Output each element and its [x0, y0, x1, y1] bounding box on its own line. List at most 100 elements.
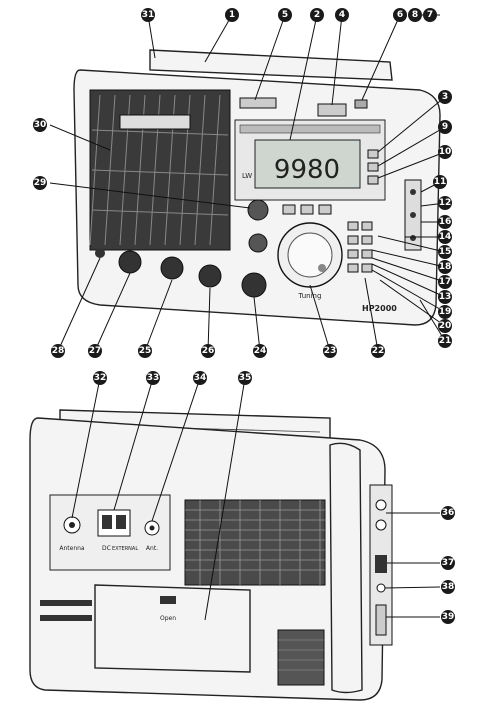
- callout-15: 15: [438, 245, 452, 259]
- back-power-terminal-screw: [116, 515, 126, 529]
- callout-12: 12: [438, 196, 452, 210]
- keypad-key[interactable]: [347, 263, 359, 273]
- callout-5: 5: [278, 8, 292, 22]
- callout-badge: [335, 8, 349, 22]
- headphone-jack[interactable]: [95, 248, 105, 258]
- callout-badge: [438, 290, 452, 304]
- mode-button[interactable]: [300, 204, 314, 215]
- callout-39: 39: [441, 610, 455, 624]
- side-jack[interactable]: [410, 189, 416, 195]
- battery-door[interactable]: [94, 584, 251, 673]
- callout-badge: [433, 175, 447, 189]
- callout-28: 28: [51, 344, 65, 358]
- callout-number: 20: [439, 321, 452, 331]
- callout-badge: [141, 8, 155, 22]
- callout-30: 30: [33, 118, 47, 132]
- callout-number: 3: [442, 92, 448, 102]
- callout-badge: [278, 8, 292, 22]
- callout-27: 27: [88, 344, 102, 358]
- callout-23: 23: [323, 344, 337, 358]
- callout-number: 15: [439, 247, 452, 257]
- callout-badge: [438, 319, 452, 333]
- lcd-band-label: LW: [242, 172, 252, 180]
- callout-36: 36: [441, 506, 455, 520]
- side-jack-top-2[interactable]: [375, 519, 387, 531]
- callout-number: 2: [314, 10, 320, 20]
- treble-knob[interactable]: [198, 264, 222, 288]
- band-knob-upper[interactable]: [248, 233, 268, 253]
- callout-badge: [423, 8, 437, 22]
- callout-number: 19: [439, 307, 452, 317]
- model-label: HP2000: [362, 304, 397, 313]
- back-info-strip-2: [40, 615, 92, 621]
- callout-badge: [438, 260, 452, 274]
- callout-badge: [441, 506, 455, 520]
- lcd-screen: [254, 139, 361, 189]
- telescopic-antenna-base[interactable]: [354, 99, 368, 109]
- callout-number: 4: [339, 10, 345, 20]
- callout-number: 5: [282, 10, 288, 20]
- top-button-right[interactable]: [317, 103, 347, 117]
- side-button-column: [367, 149, 379, 185]
- back-view: Antenna DC EXTERNAL Ant.: [29, 409, 393, 701]
- keypad-key[interactable]: [361, 221, 373, 231]
- callout-badge: [238, 371, 252, 385]
- top-button-left[interactable]: [239, 97, 277, 109]
- callout-6: 6: [393, 8, 407, 22]
- callout-badge: [438, 90, 452, 104]
- callout-33: 33: [146, 371, 160, 385]
- keypad: [347, 221, 373, 273]
- callout-badge: [438, 230, 452, 244]
- callout-1: 1: [225, 8, 239, 22]
- callout-8: 8: [408, 8, 422, 22]
- side-slider[interactable]: [375, 604, 387, 636]
- callout-badge: [193, 371, 207, 385]
- battery-door-latch[interactable]: [160, 596, 176, 604]
- callout-badge: [323, 344, 337, 358]
- callout-badge: [310, 8, 324, 22]
- mode-buttons: [282, 204, 332, 215]
- side-switch[interactable]: [375, 555, 387, 573]
- callout-badge: [438, 275, 452, 289]
- callout-badge: [438, 120, 452, 134]
- keypad-key[interactable]: [347, 221, 359, 231]
- mode-button[interactable]: [282, 204, 296, 215]
- side-jack[interactable]: [410, 212, 416, 218]
- bass-knob[interactable]: [160, 256, 184, 280]
- callout-badge: [33, 176, 47, 190]
- callout-4: 4: [335, 8, 349, 22]
- volume-knob[interactable]: [118, 250, 142, 274]
- callout-badge: [408, 8, 422, 22]
- callout-number: 29: [34, 178, 47, 188]
- callout-badge: [393, 8, 407, 22]
- side-jack-mid[interactable]: [376, 583, 386, 593]
- side-button[interactable]: [367, 175, 379, 185]
- callout-14: 14: [438, 230, 452, 244]
- keypad-key[interactable]: [361, 249, 373, 259]
- callout-number: 16: [439, 217, 452, 227]
- callout-number: 9: [442, 122, 448, 132]
- callout-badge: [33, 118, 47, 132]
- side-button[interactable]: [367, 162, 379, 172]
- keypad-key[interactable]: [361, 235, 373, 245]
- side-button[interactable]: [367, 149, 379, 159]
- callout-badge: [253, 344, 267, 358]
- callout-number: 22: [372, 346, 385, 356]
- back-aux-jack-label: Ant.: [146, 545, 158, 552]
- band-knob[interactable]: [247, 199, 269, 221]
- keypad-key[interactable]: [347, 235, 359, 245]
- fine-tune-knob[interactable]: [241, 272, 267, 298]
- callout-badge: [438, 196, 452, 210]
- callout-21: 21: [438, 334, 452, 348]
- back-side-panel: [329, 442, 363, 694]
- lcd-frequency: 9980: [274, 155, 340, 185]
- keypad-key[interactable]: [347, 249, 359, 259]
- keypad-key[interactable]: [361, 263, 373, 273]
- side-jack[interactable]: [410, 235, 416, 241]
- back-info-strip-1: [40, 600, 92, 606]
- callout-number: 24: [254, 346, 267, 356]
- mode-button[interactable]: [318, 204, 332, 215]
- callout-number: 35: [239, 373, 252, 383]
- side-jack-top[interactable]: [375, 499, 387, 511]
